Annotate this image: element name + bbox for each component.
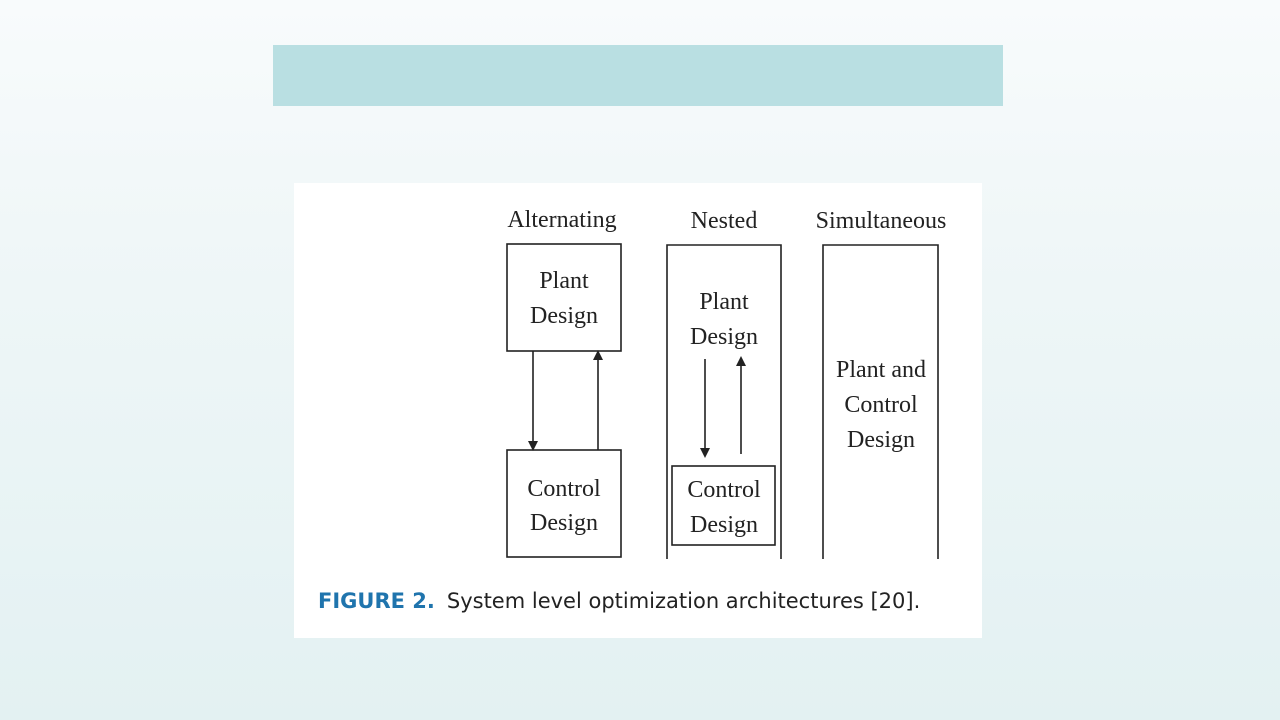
nested-control-line-1: Control bbox=[687, 477, 761, 503]
nested-plant-design-box bbox=[666, 244, 782, 559]
caption-text: System level optimization architectures … bbox=[446, 589, 921, 613]
caption-label: FIGURE 2. bbox=[318, 589, 435, 613]
nested-control-design-box bbox=[671, 465, 776, 546]
alternating-control-design-box bbox=[506, 449, 622, 558]
simultaneous-line-3: Design bbox=[847, 427, 915, 453]
alternating-plant-line-2: Design bbox=[530, 303, 598, 329]
alternating-control-line-2: Design bbox=[530, 510, 598, 536]
heading-nested: Nested bbox=[691, 208, 758, 234]
simultaneous-line-2: Control bbox=[844, 392, 918, 418]
nested-control-line-2: Design bbox=[690, 512, 758, 538]
figure-panel: Alternating Nested Simultaneous Plant De… bbox=[294, 183, 982, 638]
nested-plant-line-2: Design bbox=[690, 324, 758, 350]
figure-caption: FIGURE 2. System level optimization archi… bbox=[318, 589, 920, 613]
nested-plant-line-1: Plant bbox=[699, 289, 749, 315]
simultaneous-design-box bbox=[822, 244, 939, 559]
alternating-plant-design-box bbox=[506, 243, 622, 352]
architecture-diagram: Alternating Nested Simultaneous Plant De… bbox=[506, 207, 947, 559]
simultaneous-line-1: Plant and bbox=[836, 357, 926, 383]
heading-simultaneous: Simultaneous bbox=[816, 208, 947, 234]
heading-alternating: Alternating bbox=[507, 207, 616, 233]
alternating-plant-line-1: Plant bbox=[539, 268, 589, 294]
slide-title-bar bbox=[273, 45, 1003, 106]
alternating-control-line-1: Control bbox=[527, 476, 601, 502]
